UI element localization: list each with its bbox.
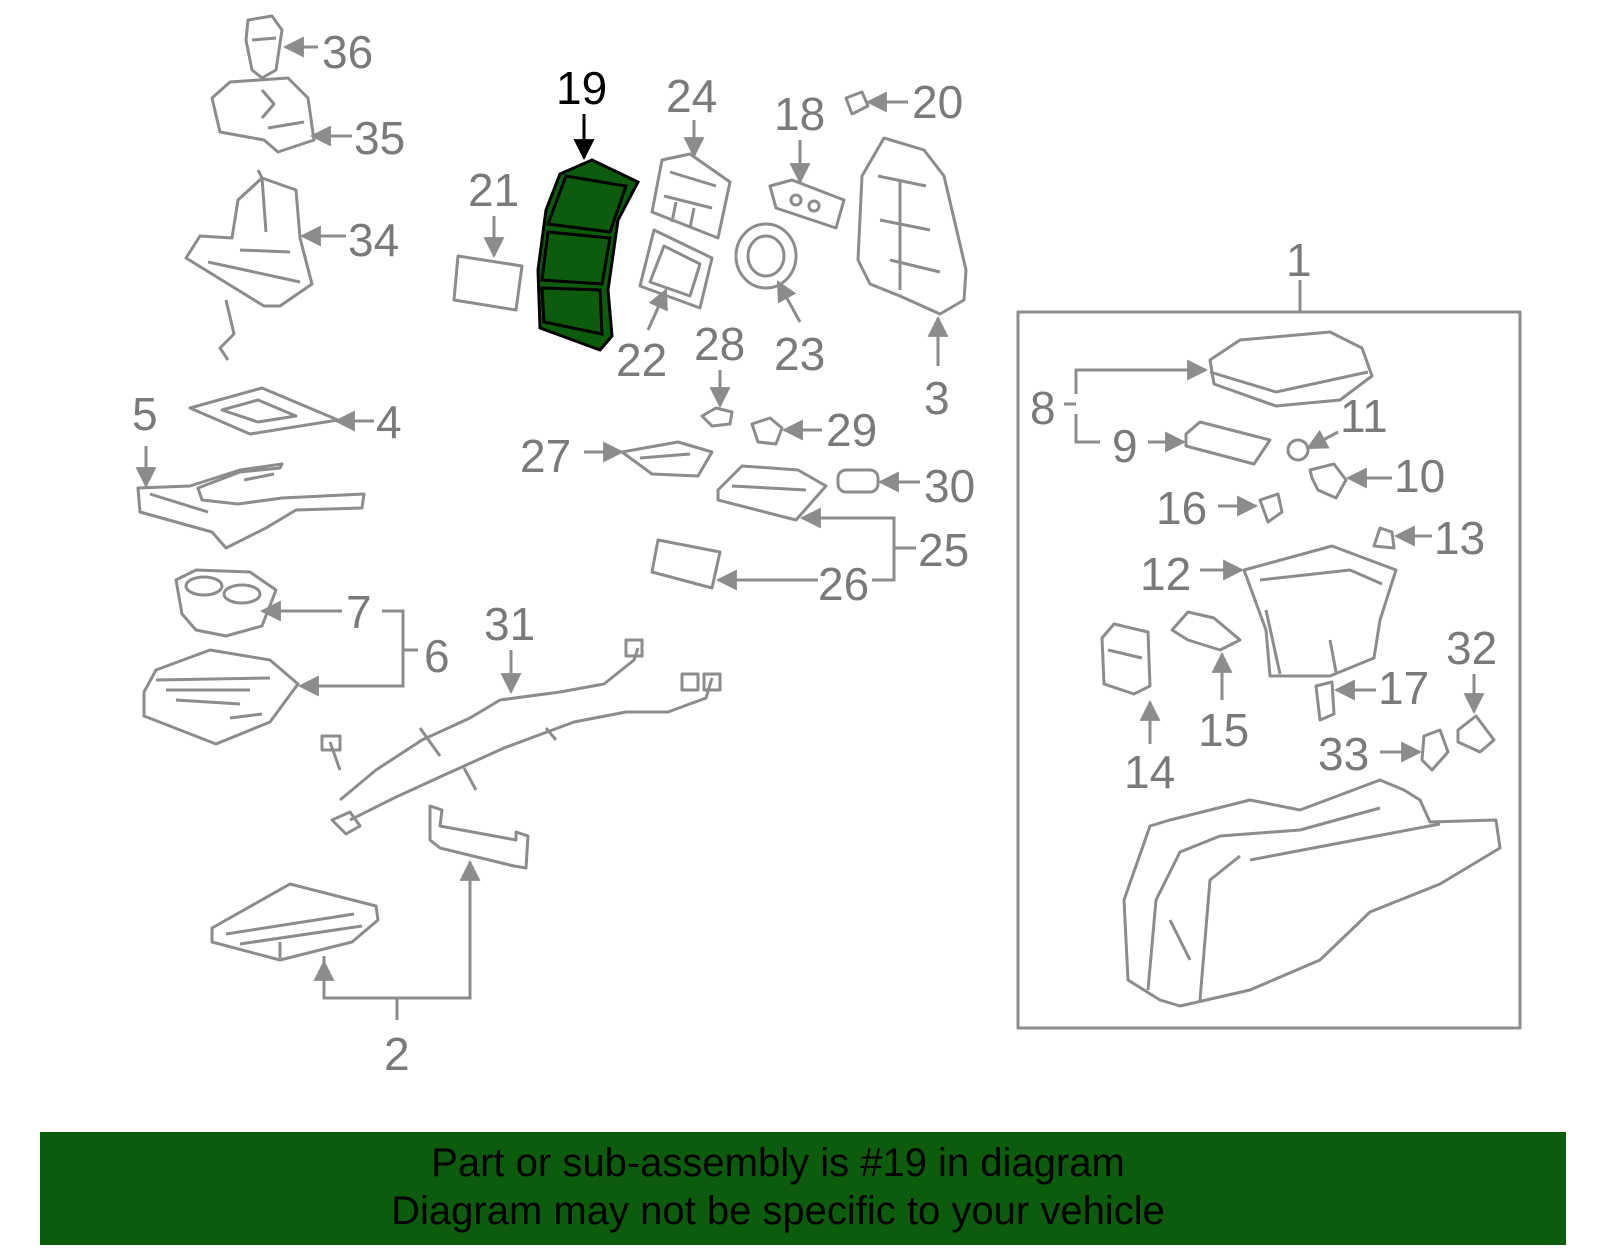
part-25-storage-tray bbox=[716, 464, 828, 522]
label-16: 16 bbox=[1156, 482, 1207, 534]
label-1: 1 bbox=[1286, 234, 1312, 286]
label-23: 23 bbox=[774, 328, 825, 380]
part-31-wiring-harness bbox=[320, 638, 722, 836]
part-23-speaker bbox=[734, 222, 798, 290]
part-11-grommet bbox=[1286, 438, 1310, 462]
label-29: 29 bbox=[826, 404, 877, 456]
label-32: 32 bbox=[1446, 622, 1497, 674]
label-3: 3 bbox=[924, 372, 950, 424]
label-6: 6 bbox=[424, 630, 450, 682]
part-35-shift-boot-bezel bbox=[210, 76, 316, 154]
label-28: 28 bbox=[694, 318, 745, 370]
part-7-cup-holder bbox=[174, 568, 278, 638]
label-2: 2 bbox=[384, 1028, 410, 1080]
label-36: 36 bbox=[322, 26, 373, 78]
part-32-switch bbox=[1456, 714, 1496, 754]
part-8-armrest-lid bbox=[1208, 330, 1374, 408]
part-2-lower-tray bbox=[210, 882, 380, 962]
label-13: 13 bbox=[1434, 512, 1485, 564]
label-26: 26 bbox=[818, 558, 869, 610]
label-17: 17 bbox=[1378, 662, 1429, 714]
label-9: 9 bbox=[1112, 420, 1138, 472]
part-2-bracket bbox=[428, 804, 530, 870]
part-4-trim-plate bbox=[188, 386, 340, 436]
label-11: 11 bbox=[1340, 390, 1388, 442]
part-12-storage-bin bbox=[1242, 544, 1398, 678]
part-9-latch bbox=[1184, 420, 1272, 466]
part-34-shifter-assembly bbox=[184, 169, 314, 361]
label-27: 27 bbox=[520, 430, 571, 482]
part-5-console-bezel bbox=[136, 462, 366, 550]
part-13-fastener bbox=[1372, 526, 1396, 550]
part-22-panel-insert bbox=[638, 228, 714, 310]
label-14: 14 bbox=[1124, 746, 1175, 798]
label-15: 15 bbox=[1198, 704, 1249, 756]
part-21-pocket-liner bbox=[452, 254, 524, 312]
part-16-clip bbox=[1258, 492, 1284, 524]
part-36-shift-knob bbox=[244, 14, 284, 80]
label-30: 30 bbox=[924, 460, 975, 512]
part-3-console-bracket bbox=[856, 136, 968, 316]
part-6-cup-holder-housing bbox=[142, 648, 300, 746]
label-25: 25 bbox=[918, 524, 969, 576]
label-21: 21 bbox=[468, 164, 519, 216]
label-31: 31 bbox=[484, 598, 535, 650]
label-8: 8 bbox=[1030, 382, 1056, 434]
part-15-mounting-bracket bbox=[1170, 610, 1242, 652]
label-20: 20 bbox=[912, 76, 963, 128]
label-22: 22 bbox=[616, 334, 667, 386]
part-30-outlet bbox=[836, 468, 880, 494]
info-banner: Part or sub-assembly is #19 in diagram D… bbox=[40, 1132, 1566, 1245]
part-24-control-panel bbox=[650, 152, 732, 240]
label-12: 12 bbox=[1140, 548, 1191, 600]
label-33: 33 bbox=[1318, 728, 1369, 780]
label-4: 4 bbox=[376, 396, 402, 448]
part-1-assembly-box bbox=[1016, 310, 1522, 1030]
part-18-switch-module bbox=[768, 178, 846, 230]
part-29-socket bbox=[750, 416, 784, 446]
label-5: 5 bbox=[132, 388, 158, 440]
part-14-module bbox=[1100, 622, 1152, 696]
label-35: 35 bbox=[354, 112, 405, 164]
part-19-highlighted-panel bbox=[536, 158, 641, 352]
part-17-connector bbox=[1314, 680, 1336, 722]
label-19: 19 bbox=[556, 62, 607, 114]
part-26-tray-mat bbox=[650, 538, 722, 590]
part-33-connector bbox=[1420, 728, 1450, 772]
part-20-clip bbox=[844, 90, 870, 116]
part-1-console-body bbox=[1122, 778, 1502, 1008]
label-7: 7 bbox=[346, 586, 372, 638]
label-10: 10 bbox=[1394, 450, 1445, 502]
part-28-clip bbox=[700, 406, 734, 428]
part-27-tray bbox=[620, 440, 714, 478]
label-24: 24 bbox=[666, 70, 717, 122]
label-18: 18 bbox=[774, 88, 825, 140]
part-10-bracket bbox=[1308, 462, 1348, 500]
banner-line-1: Part or sub-assembly is #19 in diagram bbox=[431, 1141, 1125, 1185]
label-34: 34 bbox=[348, 214, 399, 266]
banner-line-2: Diagram may not be specific to your vehi… bbox=[391, 1189, 1165, 1233]
